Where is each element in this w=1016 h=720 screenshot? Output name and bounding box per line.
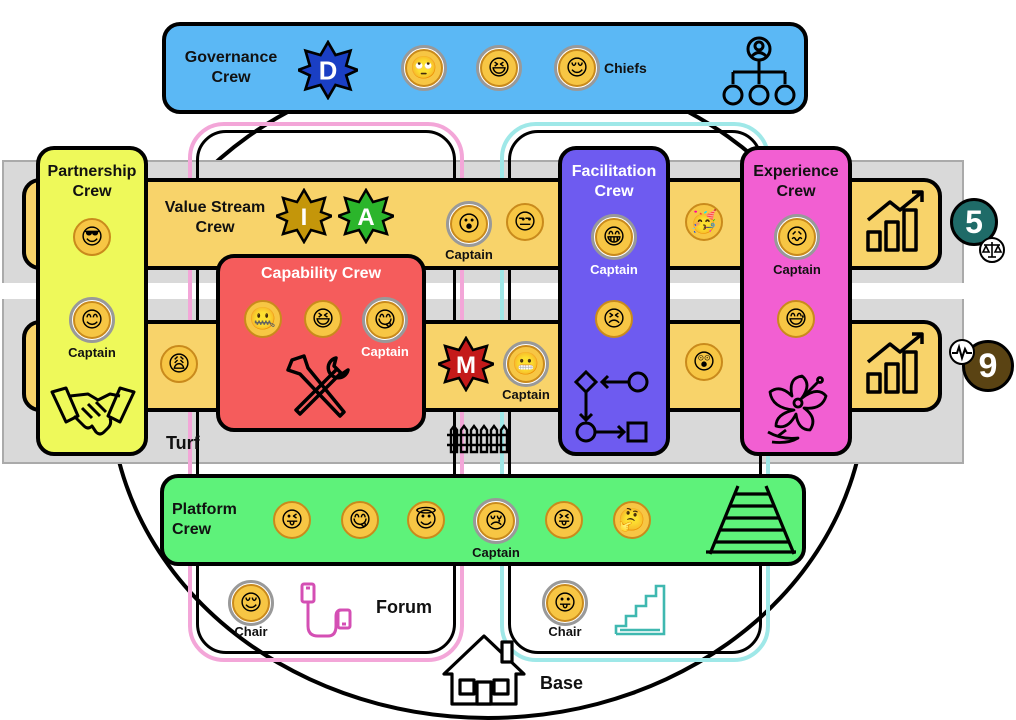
governance-crew-label: Governance Crew <box>184 49 278 86</box>
facilitation-captain-label: Captain <box>590 262 638 277</box>
right-chair-avatar: 😛 <box>542 580 588 626</box>
right-chair-label: Chair <box>548 624 582 639</box>
badge-d: D <box>298 40 358 100</box>
facilitation-captain-avatar: 😁 <box>591 214 637 260</box>
capability-captain-label: Captain <box>361 344 409 359</box>
middle-stream-captain-avatar: 😬 <box>503 341 549 387</box>
partnership-crew-label: Partnership Crew <box>47 163 137 200</box>
halo-face-icon: 😇 <box>407 501 445 539</box>
experience-crew-label: Experience Crew <box>753 163 839 200</box>
rolling-eyes-face-icon: 🙄 <box>405 49 443 87</box>
forum-chair-label: Chair <box>234 624 268 639</box>
grinning-face-icon: 😁 <box>595 218 633 256</box>
badge-a: A <box>338 188 394 244</box>
stairs-icon <box>614 584 666 636</box>
pensive-face-icon: 😌 <box>232 584 270 622</box>
winking-tongue-face-icon: 😋 <box>341 501 379 539</box>
shocked-face-icon: 😲 <box>685 343 723 381</box>
svg-text:A: A <box>357 204 374 231</box>
upside-smile-face-icon: 😜 <box>273 501 311 539</box>
partnership-captain-avatar: 😊 <box>69 297 115 343</box>
hibiscus-icon <box>767 374 828 444</box>
tired-face-icon: 😩 <box>160 345 198 383</box>
smirk-face-icon: 😒 <box>506 203 544 241</box>
railway-icon <box>706 485 796 555</box>
forum-label: Forum <box>376 597 432 617</box>
smiling-face-icon: 😊 <box>73 301 111 339</box>
facilitation-crew-label: Facilitation Crew <box>571 163 657 200</box>
pulse-icon <box>949 339 975 365</box>
capability-crew-label: Capability Crew <box>260 265 382 282</box>
laughing-face-icon: 😆 <box>480 49 518 87</box>
grimace-face-icon: 😬 <box>507 345 545 383</box>
chief-avatar-2: 😆 <box>476 45 522 91</box>
value-stream-captain-label: Captain <box>445 247 493 262</box>
bar-chart-icon <box>866 190 924 252</box>
surprised-face-icon: 😮 <box>450 205 488 243</box>
grinning-squint-face-icon: 😆 <box>304 300 342 338</box>
relieved-face-icon: 😌 <box>558 49 596 87</box>
platform-crew-label: Platform Crew <box>172 501 237 538</box>
base-label: Base <box>540 673 584 693</box>
thinking-face-icon: 🤔 <box>613 501 651 539</box>
crying-face-icon: 😢 <box>477 502 515 540</box>
partnership-captain-label: Captain <box>68 345 116 360</box>
capability-captain-avatar: 😋 <box>362 297 408 343</box>
experience-captain-label: Captain <box>773 262 821 277</box>
chiefs-label: Chiefs <box>604 60 647 76</box>
fence-icon <box>447 424 511 454</box>
badge-i: I <box>276 188 332 244</box>
scales-icon <box>979 237 1005 263</box>
flow-icon <box>574 370 649 443</box>
value-stream-captain-avatar: 😮 <box>446 201 492 247</box>
experience-captain-avatar: 😖 <box>774 214 820 260</box>
forum-chair-avatar: 😌 <box>228 580 274 626</box>
platform-captain-label: Captain <box>472 545 520 560</box>
tongue-face-icon: 😛 <box>546 584 584 622</box>
cable-icon <box>300 582 352 638</box>
value-stream-crew-label: Value Stream Crew <box>164 199 266 236</box>
confounded-face-icon: 😖 <box>778 218 816 256</box>
persevering-face-icon: 😣 <box>595 300 633 338</box>
yum-face-icon: 😋 <box>366 301 404 339</box>
chief-avatar-1: 🙄 <box>401 45 447 91</box>
squinting-tongue-face-icon: 😝 <box>545 501 583 539</box>
handshake-icon <box>50 386 136 436</box>
org-chart-icon <box>722 36 796 106</box>
party-face-icon: 🥳 <box>685 203 723 241</box>
middle-stream-captain-label: Captain <box>502 387 550 402</box>
sweat-smile-face-icon: 😅 <box>777 300 815 338</box>
chief-avatar-3: 😌 <box>554 45 600 91</box>
house-icon <box>442 634 526 706</box>
platform-captain-avatar: 😢 <box>473 498 519 544</box>
top-counter: 5 <box>950 198 998 246</box>
tools-icon <box>286 354 350 418</box>
svg-text:M: M <box>456 352 476 379</box>
svg-text:I: I <box>301 204 308 231</box>
capability-crew[interactable] <box>216 254 426 432</box>
zipper-mouth-face-icon: 🤐 <box>244 300 282 338</box>
bar-chart-icon <box>866 332 924 394</box>
sunglasses-face-icon: 😎 <box>73 218 111 256</box>
turf-label: Turf <box>166 433 200 453</box>
badge-m: M <box>438 336 494 392</box>
svg-text:D: D <box>319 58 338 86</box>
